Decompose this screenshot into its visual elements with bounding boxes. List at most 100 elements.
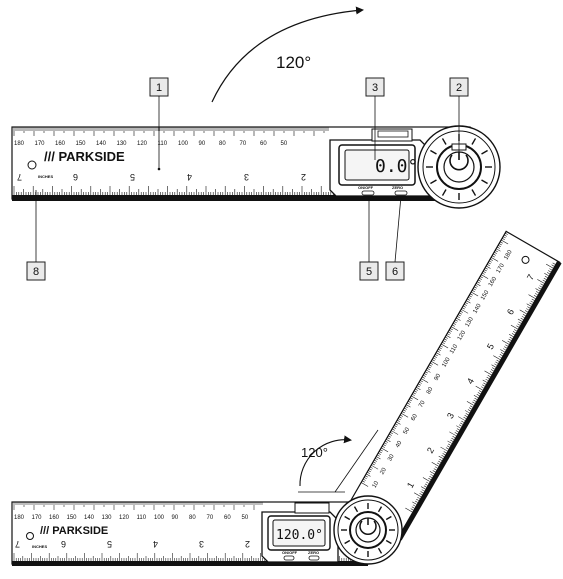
ruler-tick [417,496,421,499]
ruler-tick [435,354,438,357]
zero-button-bottom[interactable] [308,555,320,561]
ruler-tick [431,462,439,467]
ruler-tick [433,468,437,471]
inch-label: 5 [107,539,112,549]
ruler-tick [448,331,451,334]
ruler-tick [451,326,459,331]
ruler-tick [500,352,504,355]
top-angle-label: 120° [276,53,311,72]
zero-label-top: ZERO [392,185,403,190]
ruler-tick [475,385,483,391]
ruler-tick [474,397,478,400]
ruler-tick [501,239,509,245]
ruler-tick [520,317,524,320]
ruler-tick [445,336,448,339]
ruler-tick [361,482,369,487]
ruler-tick [432,470,436,473]
ruler-tick [364,477,367,480]
ruler-tick [434,355,437,358]
ruler-tick [385,440,388,443]
ruler-tick [489,371,493,374]
cm-label: 100 [441,356,452,368]
ruler-tick [402,411,405,414]
cm-label: 90 [434,373,443,382]
ruler-tick [467,298,470,301]
ruler-tick [432,359,435,362]
ruler-tick [446,335,451,339]
ruler-tick [527,306,531,309]
ruler-tick [449,329,452,332]
top-display-housing: 0.0° ON/OFF ZERO [329,128,431,197]
lcd-bottom: 120.0° [276,528,323,543]
ruler-tick [463,416,467,419]
ruler-tick [421,378,429,383]
ruler-tick [526,308,529,311]
onoff-button-bottom[interactable] [283,555,295,561]
knob-tooth [385,515,392,521]
inch-label: 3 [199,539,204,549]
cm-label: 170 [35,141,46,147]
callout-2: 2 [449,77,469,158]
inch-label: 6 [505,307,516,316]
ruler-tick [483,270,486,273]
cm-label: 20 [379,467,388,476]
ruler-tick [508,338,512,341]
ruler-tick [439,347,442,350]
ruler-tick [413,492,422,498]
bottom-hinge-knob [333,495,403,565]
ruler-tick [481,274,489,279]
zero-button-top[interactable] [394,190,408,196]
onoff-button-top[interactable] [361,190,375,196]
ruler-tick [397,419,400,422]
inches-word-bottom: INCHES [32,544,47,549]
ruler-tick [490,258,493,261]
ruler-tick [441,343,449,349]
ruler-tick [437,462,440,465]
svg-text:3: 3 [372,82,378,94]
cm-label: 50 [281,141,288,147]
ruler-tick [544,273,549,277]
ruler-tick [491,257,499,262]
ruler-tick [443,340,446,343]
ruler-tick [404,407,407,410]
ruler-tick [403,409,406,412]
ruler-tick [426,369,431,373]
ruler-tick [398,418,401,421]
ruler-tick [395,423,398,426]
ruler-tick [487,375,491,377]
ruler-tick [503,348,506,351]
ruler-tick [495,361,499,364]
ruler-tick [447,333,450,336]
ruler-tick [544,275,548,278]
ruler-tick [491,364,496,368]
ruler-tick [445,447,449,450]
ruler-tick [417,385,420,388]
ruler-tick [501,340,510,345]
ruler-tick [504,234,507,237]
ruler-tick [482,272,485,275]
knob-tooth [481,179,488,185]
cm-label: 100 [178,141,189,147]
ruler-tick [410,508,414,511]
knob-tooth [377,506,383,513]
inch-label: 2 [245,539,250,549]
ruler-tick [428,366,431,369]
ruler-tick [440,345,443,348]
ruler-tick [456,425,461,429]
inch-label: 2 [425,446,436,455]
ruler-tick [380,449,383,452]
callout-3: 3 [365,77,385,160]
ruler-tick [408,400,411,403]
lcd-top: 0.0° [375,156,418,177]
ruler-tick [549,268,553,271]
cm-label: 160 [55,141,66,147]
ruler-tick [496,359,500,362]
ruler-tick [460,422,463,425]
ruler-tick [509,336,513,339]
ruler-tick [545,263,554,269]
ruler-tick [488,262,491,265]
ruler-tick [384,442,387,445]
ruler-tick [540,283,544,286]
